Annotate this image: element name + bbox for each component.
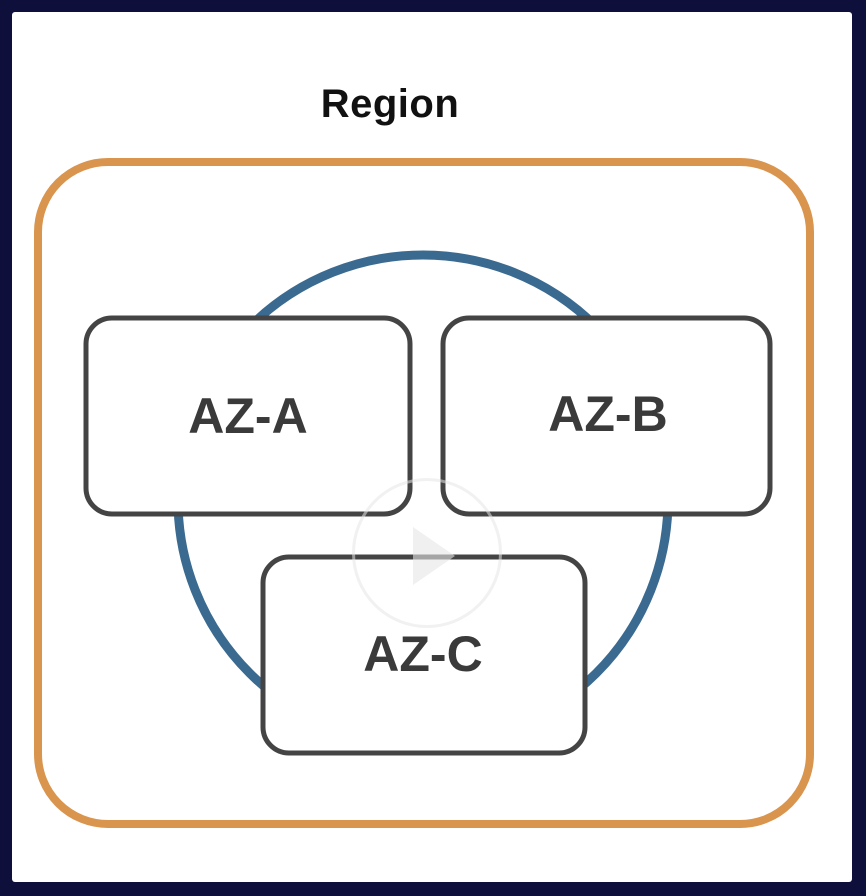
availability-zone-b: AZ-B (440, 315, 773, 517)
az-a-label: AZ-A (188, 388, 307, 444)
availability-zone-c: AZ-C (260, 554, 588, 756)
play-button[interactable] (352, 478, 502, 628)
az-b-box (440, 315, 773, 517)
play-icon (413, 527, 455, 585)
region-title: Region (320, 82, 460, 126)
az-c-label: AZ-C (363, 626, 482, 682)
region-boundary (34, 158, 814, 828)
az-b-label: AZ-B (548, 386, 667, 442)
availability-zone-a: AZ-A (83, 315, 413, 517)
az-a-box (83, 315, 413, 517)
